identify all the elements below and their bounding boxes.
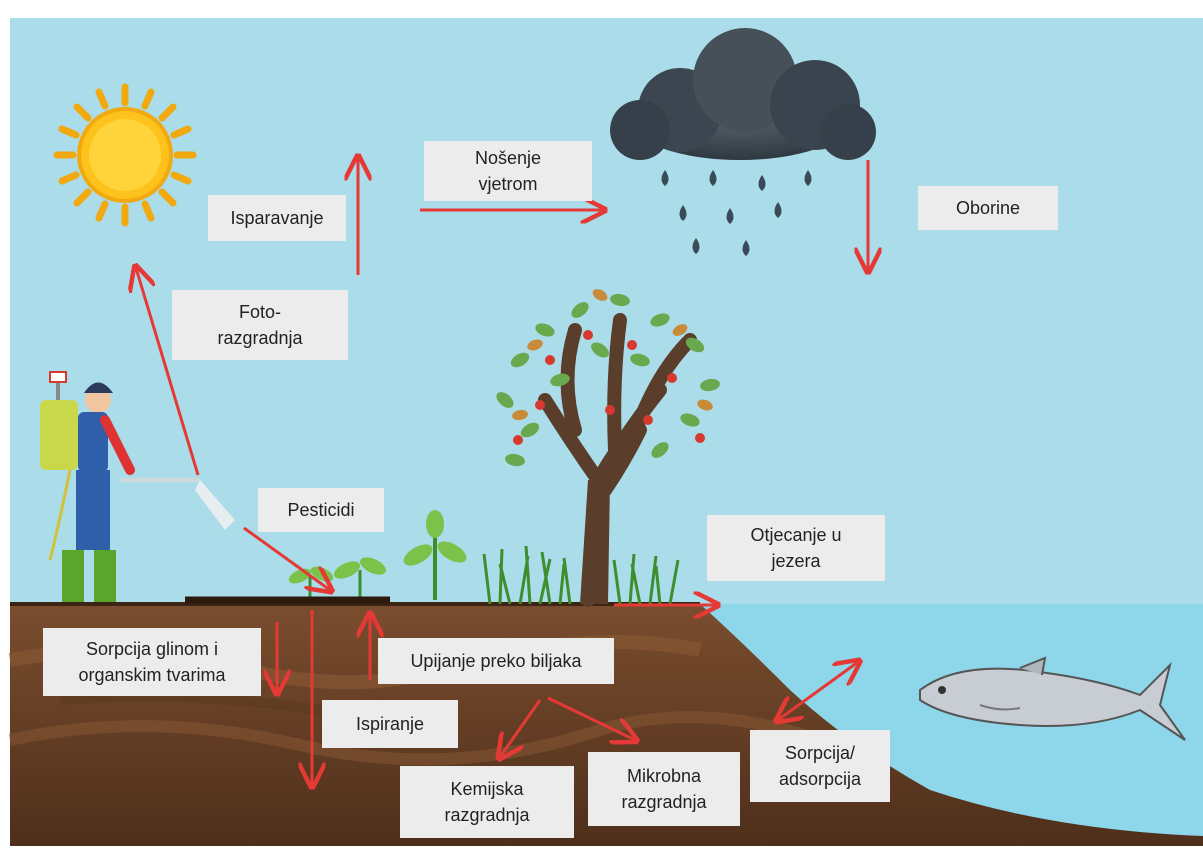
tree-icon bbox=[496, 289, 720, 607]
sun-icon bbox=[53, 83, 197, 227]
label-sorpcija-glinom-line1: Sorpcija glinom i bbox=[85, 639, 219, 659]
arrow-kemijska bbox=[500, 699, 542, 757]
label-nosenje-line1: Nošenje bbox=[474, 148, 542, 168]
label-sorpcija-glinom-line2: organskim tvarima bbox=[78, 665, 226, 685]
label-foto-razgradnja: Foto- razgradnja bbox=[172, 290, 348, 360]
label-ispiranje-line1: Ispiranje bbox=[355, 714, 425, 734]
label-pesticidi: Pesticidi bbox=[258, 488, 384, 532]
label-upijanje-line1: Upijanje preko biljaka bbox=[410, 651, 582, 671]
label-foto-line1: Foto- bbox=[238, 302, 281, 322]
label-oborine: Oborine bbox=[918, 186, 1058, 230]
arrow-pesticidi bbox=[243, 526, 330, 590]
label-ispiranje: Ispiranje bbox=[322, 700, 458, 748]
label-mikrobna-line1: Mikrobna bbox=[626, 766, 702, 786]
label-sorpcija-adsorpcija-line1: Sorpcija/ bbox=[784, 743, 856, 763]
label-otjecanje-line2: jezera bbox=[771, 551, 821, 571]
label-mikrobna-line2: razgradnja bbox=[621, 792, 707, 812]
arrow-sorpcija-adsorpcija bbox=[778, 662, 858, 720]
label-pesticidi-line1: Pesticidi bbox=[287, 500, 355, 520]
label-oborine-line1: Oborine bbox=[955, 198, 1021, 218]
label-sorpcija-adsorpcija-line2: adsorpcija bbox=[778, 769, 862, 789]
farmer-icon bbox=[40, 371, 235, 602]
label-isparavanje-line1: Isparavanje bbox=[230, 208, 324, 228]
label-otjecanje-line1: Otjecanje u bbox=[750, 525, 842, 545]
process-arrows bbox=[136, 158, 868, 785]
fish-icon bbox=[919, 656, 1186, 741]
arrow-fotorazgradnja bbox=[136, 268, 200, 476]
label-mikrobna-razgradnja: Mikrobna razgradnja bbox=[588, 752, 740, 826]
arrow-mikrobna bbox=[547, 696, 635, 740]
label-isparavanje: Isparavanje bbox=[208, 195, 346, 241]
label-sorpcija-adsorpcija: Sorpcija/ adsorpcija bbox=[750, 730, 890, 802]
label-nosenje-vjetrom: Nošenje vjetrom bbox=[424, 141, 592, 201]
label-nosenje-line2: vjetrom bbox=[478, 174, 538, 194]
label-otjecanje: Otjecanje u jezera bbox=[707, 515, 885, 581]
grass-tuft bbox=[482, 545, 680, 605]
label-kemijska-line2: razgradnja bbox=[444, 805, 530, 825]
label-upijanje: Upijanje preko biljaka bbox=[378, 638, 614, 684]
label-foto-line2: razgradnja bbox=[217, 328, 303, 348]
label-sorpcija-glinom: Sorpcija glinom i organskim tvarima bbox=[43, 628, 261, 696]
rain-cloud-icon bbox=[610, 28, 876, 256]
label-kemijska-line1: Kemijska bbox=[450, 779, 524, 799]
label-kemijska-razgradnja: Kemijska razgradnja bbox=[400, 766, 574, 838]
